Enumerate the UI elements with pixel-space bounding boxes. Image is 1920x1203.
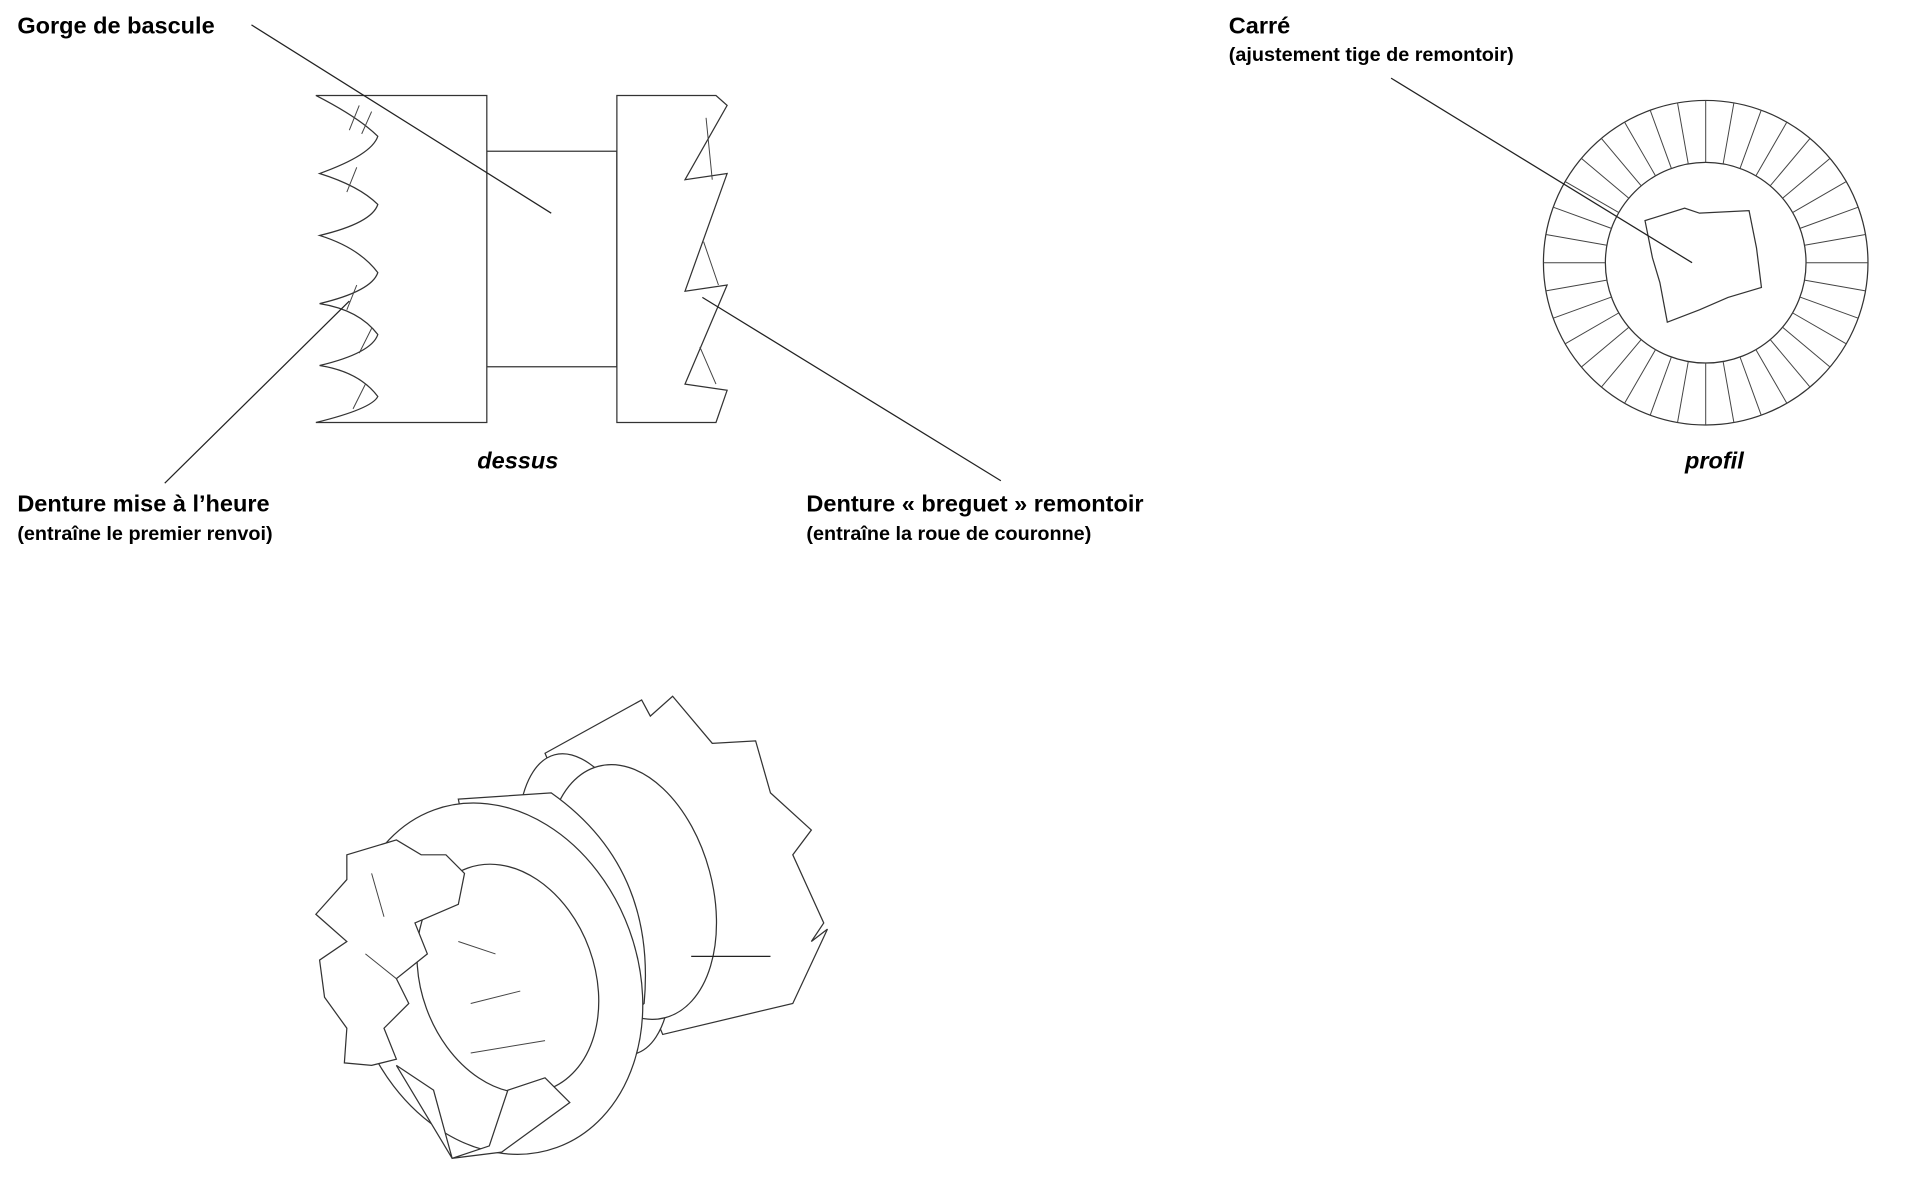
caption-profil: profil (1684, 447, 1744, 473)
tooth-line (1564, 181, 1620, 213)
profile-view-drawing (1390, 77, 1869, 426)
tooth-line (1722, 102, 1735, 164)
tooth-line (1677, 102, 1689, 164)
isometric-view-drawing (314, 695, 829, 1160)
tooth-line (1581, 326, 1630, 368)
tooth-line (1755, 121, 1788, 177)
tooth-line (1677, 361, 1689, 423)
tooth-line (1799, 206, 1859, 229)
tooth-line (1649, 356, 1672, 416)
label-denture-mise-a-l-heure: Denture mise à l’heure (17, 491, 269, 517)
tooth-line (1739, 356, 1762, 416)
tooth-line (1553, 206, 1612, 229)
tooth-line (1601, 138, 1642, 187)
tooth-line (1792, 181, 1847, 213)
tooth-line (1581, 158, 1630, 199)
tooth-line (1545, 279, 1607, 292)
top-view-drawing (164, 24, 1002, 484)
tooth-line (1722, 361, 1735, 423)
tooth-line (1799, 296, 1859, 319)
tooth-line (1804, 234, 1866, 246)
label-carre: Carré (1229, 13, 1290, 39)
tooth-line (1624, 121, 1656, 177)
label-carre-sub: (ajustement tige de remontoir) (1229, 44, 1514, 66)
tooth-line (1564, 312, 1620, 345)
tooth-line (1601, 339, 1642, 388)
caption-dessus: dessus (477, 447, 558, 473)
label-denture-breguet: Denture « breguet » remontoir (806, 491, 1143, 517)
tooth-line (1782, 158, 1831, 199)
tooth-line (1792, 312, 1847, 345)
tooth-line (1545, 234, 1607, 246)
label-gorge-de-bascule: Gorge de bascule (17, 13, 214, 39)
label-denture-mise-a-l-heure-sub: (entraîne le premier renvoi) (17, 523, 272, 545)
tooth-line (1782, 326, 1831, 368)
tooth-line (1769, 138, 1811, 187)
tooth-line (1755, 349, 1788, 404)
tooth-line (1804, 279, 1866, 292)
tooth-line (1769, 339, 1811, 388)
tooth-line (1624, 349, 1656, 404)
label-denture-breguet-sub: (entraîne la roue de couronne) (806, 523, 1091, 545)
tooth-line (1649, 110, 1672, 169)
tooth-line (1739, 110, 1762, 169)
tooth-line (1553, 296, 1612, 319)
